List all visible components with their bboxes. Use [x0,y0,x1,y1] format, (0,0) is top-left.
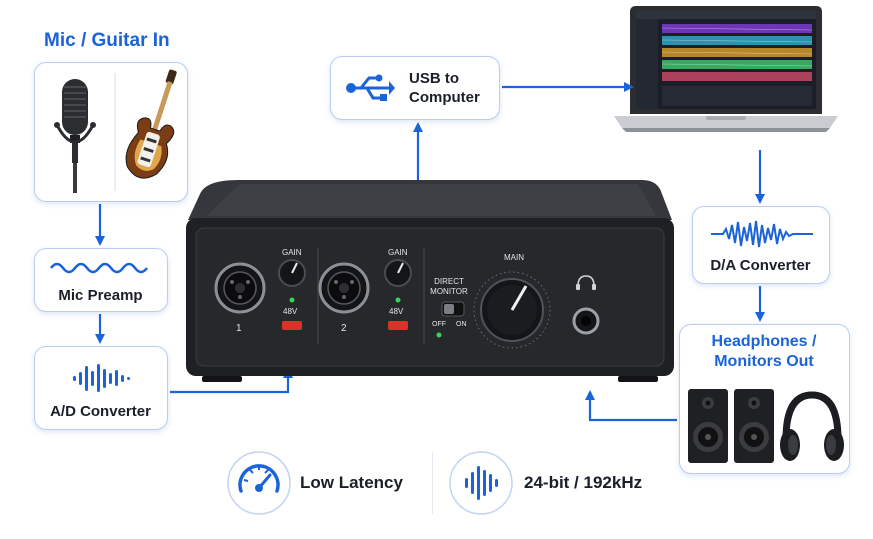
waveform-badge-icon [448,450,514,516]
direct-monitor-on-label: ON [456,321,467,328]
signal-led-1 [290,298,295,303]
phantom-label-2: 48V [389,307,403,316]
channel-label-2: 2 [341,323,347,334]
main-volume-knob [474,272,550,348]
feature-low-latency-label: Low Latency [300,473,403,493]
direct-monitor-led [437,333,442,338]
phantom-power-button-1 [282,321,302,330]
direct-monitor-label-line1: DIRECT [426,277,472,286]
gain-label-2: GAIN [388,248,408,257]
gauge-icon [226,450,292,516]
feature-divider [432,452,433,514]
direct-monitor-off-label: OFF [432,321,446,328]
gain-knob-1 [279,260,305,286]
feature-low-latency: Low Latency [226,450,426,516]
arrow-outputs-to-interface [590,392,677,420]
phantom-power-button-2 [388,321,408,330]
headphone-output-jack [574,276,598,333]
feature-24bit: 24-bit / 192kHz [448,450,678,516]
channel-label-1: 1 [236,323,242,334]
phantom-label-1: 48V [283,307,297,316]
combo-input-jack-2 [320,264,368,312]
gain-label-1: GAIN [282,248,302,257]
gain-knob-2 [385,260,411,286]
direct-monitor-label-line2: MONITOR [426,287,472,296]
main-knob-label: MAIN [498,253,530,262]
signal-led-2 [396,298,401,303]
combo-input-jack-1 [216,264,264,312]
feature-24bit-label: 24-bit / 192kHz [524,473,642,493]
direct-monitor-switch [442,302,464,316]
